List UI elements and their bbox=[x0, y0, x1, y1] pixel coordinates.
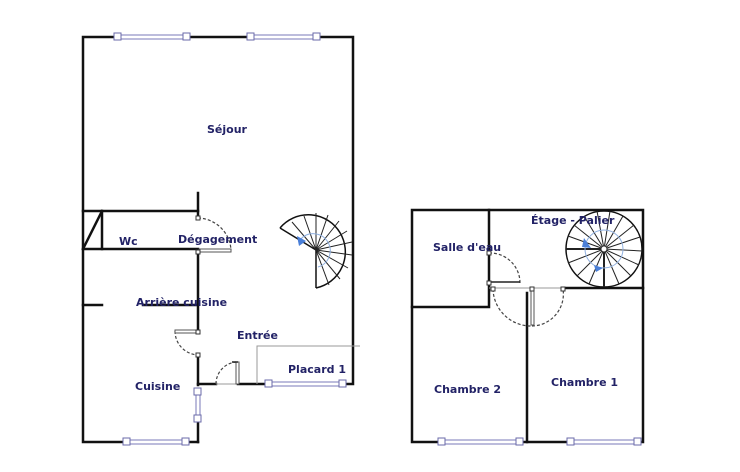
window-kitchen-bottom bbox=[122, 437, 190, 446]
room-label-wc: Wc bbox=[119, 235, 138, 248]
placard-outline bbox=[256, 345, 360, 384]
room-label-placard-1: Placard 1 bbox=[288, 363, 346, 376]
wc-diagonal bbox=[81, 209, 104, 251]
door-kitchen bbox=[174, 329, 201, 358]
room-label-arriere-cuisine: Arrière cuisine bbox=[136, 296, 227, 309]
window-chambre-1 bbox=[566, 437, 642, 446]
wall-right bbox=[314, 35, 355, 386]
wall-upper-outer bbox=[410, 208, 645, 444]
door-entry bbox=[215, 361, 240, 385]
ground-floor: Séjour Wc Dégagement Arrière cuisine Ent… bbox=[81, 32, 360, 446]
window-placard bbox=[264, 379, 347, 388]
window-chambre-2 bbox=[437, 437, 524, 446]
stair-arrow-icon bbox=[582, 238, 591, 248]
room-label-salle-eau: Salle d'eau bbox=[433, 241, 501, 254]
wall-salle-eau-bottom bbox=[410, 281, 491, 309]
spiral-stair-upper bbox=[565, 210, 643, 288]
room-label-cuisine: Cuisine bbox=[135, 380, 180, 393]
room-label-chambre-1: Chambre 1 bbox=[551, 376, 618, 389]
room-label-chambre-2: Chambre 2 bbox=[434, 383, 501, 396]
window-top-right bbox=[246, 32, 321, 41]
room-label-entree: Entrée bbox=[237, 329, 278, 342]
stair-arrow-icon bbox=[594, 265, 603, 272]
window-top-left bbox=[113, 32, 191, 41]
room-label-sejour: Séjour bbox=[207, 123, 248, 136]
door-salle-eau bbox=[486, 250, 521, 286]
upper-floor: Étage - Palier Salle d'eau Chambre 2 Cha… bbox=[410, 208, 645, 446]
spiral-stair-ground bbox=[279, 213, 353, 289]
door-chambres bbox=[490, 286, 566, 327]
door-degagement bbox=[195, 215, 232, 255]
room-label-etage-palier: Étage - Palier bbox=[531, 214, 615, 227]
room-label-degagement: Dégagement bbox=[178, 233, 257, 246]
stair-arrow-icon bbox=[297, 236, 306, 246]
wall-left bbox=[81, 35, 128, 444]
window-kitchen-side bbox=[193, 387, 202, 423]
